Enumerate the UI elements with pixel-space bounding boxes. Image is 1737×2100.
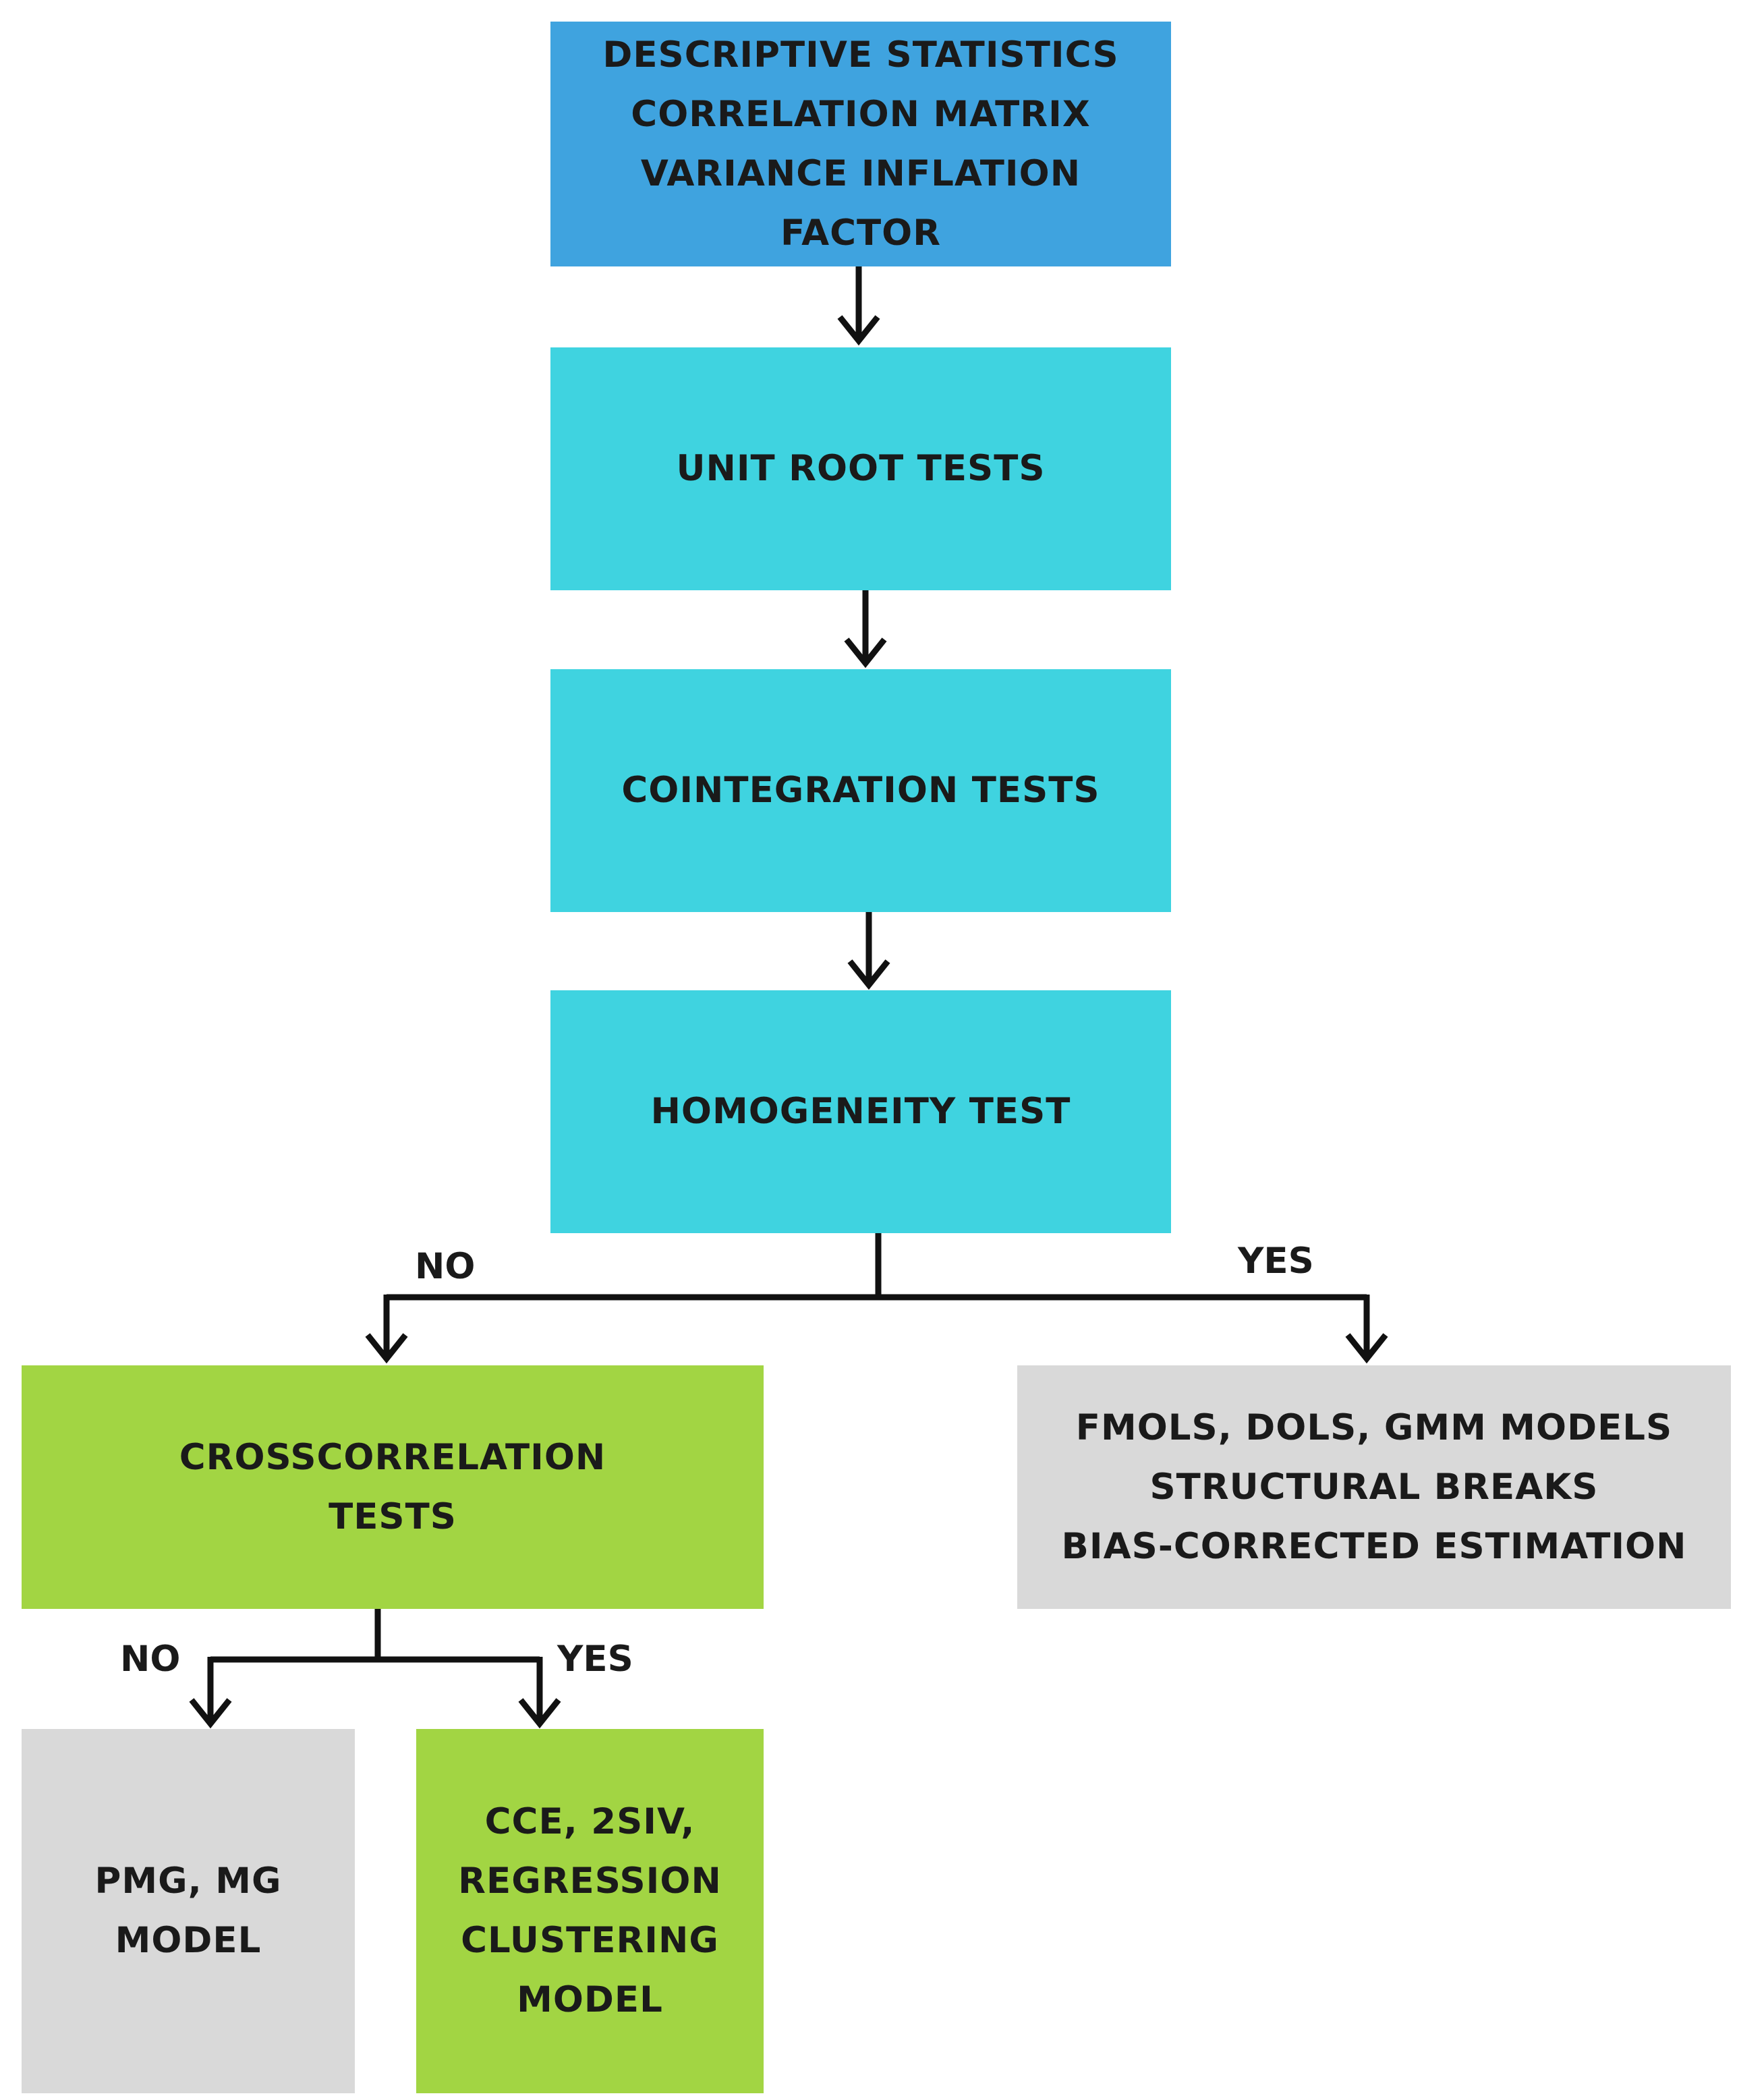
arrow-homogeneity-yes — [1345, 1295, 1388, 1364]
arrow-unit-root-to-cointegration — [844, 590, 887, 669]
arrow-cross-yes — [518, 1657, 561, 1729]
box-line: CROSSCORRELATION — [179, 1436, 606, 1478]
box-line: PMG, MG — [94, 1861, 282, 1902]
homogeneity-test-box: HOMOGENEITY TEST — [550, 990, 1171, 1233]
box-line: CLUSTERING — [461, 1920, 719, 1961]
fmols-dols-gmm-box: FMOLS, DOLS, GMM MODELS STRUCTURAL BREAK… — [1017, 1365, 1731, 1609]
arrow-cross-no — [189, 1657, 232, 1729]
box-line: FMOLS, DOLS, GMM MODELS — [1075, 1407, 1673, 1448]
box-line: CORRELATION MATRIX — [631, 93, 1091, 135]
box-line: TESTS — [329, 1496, 457, 1537]
box-line: UNIT ROOT TESTS — [676, 448, 1046, 489]
box-line: VARIANCE INFLATION — [640, 152, 1081, 194]
box-line: FACTOR — [780, 212, 942, 254]
descriptive-statistics-box: DESCRIPTIVE STATISTICS CORRELATION MATRI… — [550, 22, 1171, 266]
arrow-descriptive-to-unit-root — [837, 266, 880, 346]
homogeneity-no-label: NO — [415, 1246, 476, 1287]
crosscorrelation-no-label: NO — [120, 1639, 181, 1680]
arrow-homogeneity-no — [365, 1295, 408, 1364]
box-line: CCE, 2SIV, — [484, 1801, 695, 1842]
box-line: REGRESSION — [458, 1861, 722, 1902]
box-line: HOMOGENEITY TEST — [650, 1091, 1071, 1132]
box-line: STRUCTURAL BREAKS — [1149, 1466, 1599, 1508]
arrow-cointegration-to-homogeneity — [847, 912, 890, 990]
crosscorrelation-tests-box: CROSSCORRELATION TESTS — [22, 1365, 764, 1609]
box-line: MODEL — [115, 1920, 262, 1961]
box-line: BIAS-CORRECTED ESTIMATION — [1061, 1525, 1687, 1567]
crosscorrelation-yes-label: YES — [557, 1639, 633, 1680]
unit-root-tests-box: UNIT ROOT TESTS — [550, 347, 1171, 590]
box-line: DESCRIPTIVE STATISTICS — [602, 34, 1119, 76]
cce-2siv-model-box: CCE, 2SIV, REGRESSION CLUSTERING MODEL — [416, 1729, 764, 2093]
box-line: COINTEGRATION TESTS — [621, 770, 1100, 811]
cointegration-tests-box: COINTEGRATION TESTS — [550, 669, 1171, 912]
pmg-mg-model-box: PMG, MG MODEL — [22, 1729, 355, 2093]
box-line: MODEL — [517, 1979, 663, 2020]
homogeneity-yes-label: YES — [1238, 1241, 1314, 1282]
